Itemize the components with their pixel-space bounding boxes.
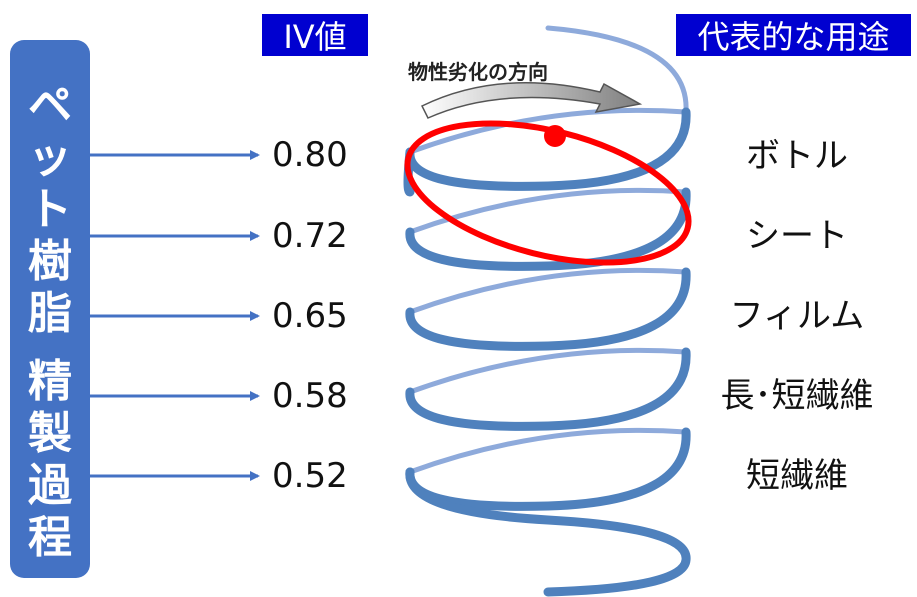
sidebar-char: ペ (28, 80, 72, 131)
use-label: 長･短繊維 (720, 376, 874, 416)
highlight-marker-dot (544, 125, 566, 147)
iv-value: 0.80 (272, 135, 348, 175)
iv-value: 0.72 (272, 216, 348, 256)
use-label: シート (746, 216, 848, 256)
sidebar-line-refining-process: 精 製 過 程 (28, 356, 72, 564)
pointer-arrows (90, 150, 260, 481)
use-label: 短繊維 (746, 456, 848, 496)
use-label: フィルム (729, 296, 865, 336)
sidebar-char: 樹 (28, 236, 72, 287)
sidebar-char: 製 (28, 408, 72, 459)
sidebar-char: 脂 (28, 288, 72, 339)
uses-header: 代表的な用途 (676, 14, 911, 56)
use-label: ボトル (746, 136, 848, 176)
sidebar-char: ト (28, 184, 72, 235)
iv-header: IV値 (262, 14, 368, 56)
sidebar-char: 過 (28, 460, 72, 511)
degradation-direction-label: 物性劣化の方向 (408, 60, 548, 84)
iv-value: 0.52 (272, 456, 348, 496)
sidebar-char: ッ (28, 132, 72, 183)
sidebar-char: 精 (28, 356, 72, 407)
sidebar-line-pet-resin: ペ ッ ト 樹 脂 (28, 80, 72, 340)
sidebar-char: 程 (28, 512, 72, 563)
process-sidebar: ペ ッ ト 樹 脂 精 製 過 程 (10, 40, 90, 578)
degradation-highlight (404, 120, 692, 266)
degradation-direction-arrow (420, 82, 643, 119)
spring-coil (403, 25, 691, 597)
iv-value: 0.58 (272, 376, 348, 416)
iv-value: 0.65 (272, 296, 348, 336)
